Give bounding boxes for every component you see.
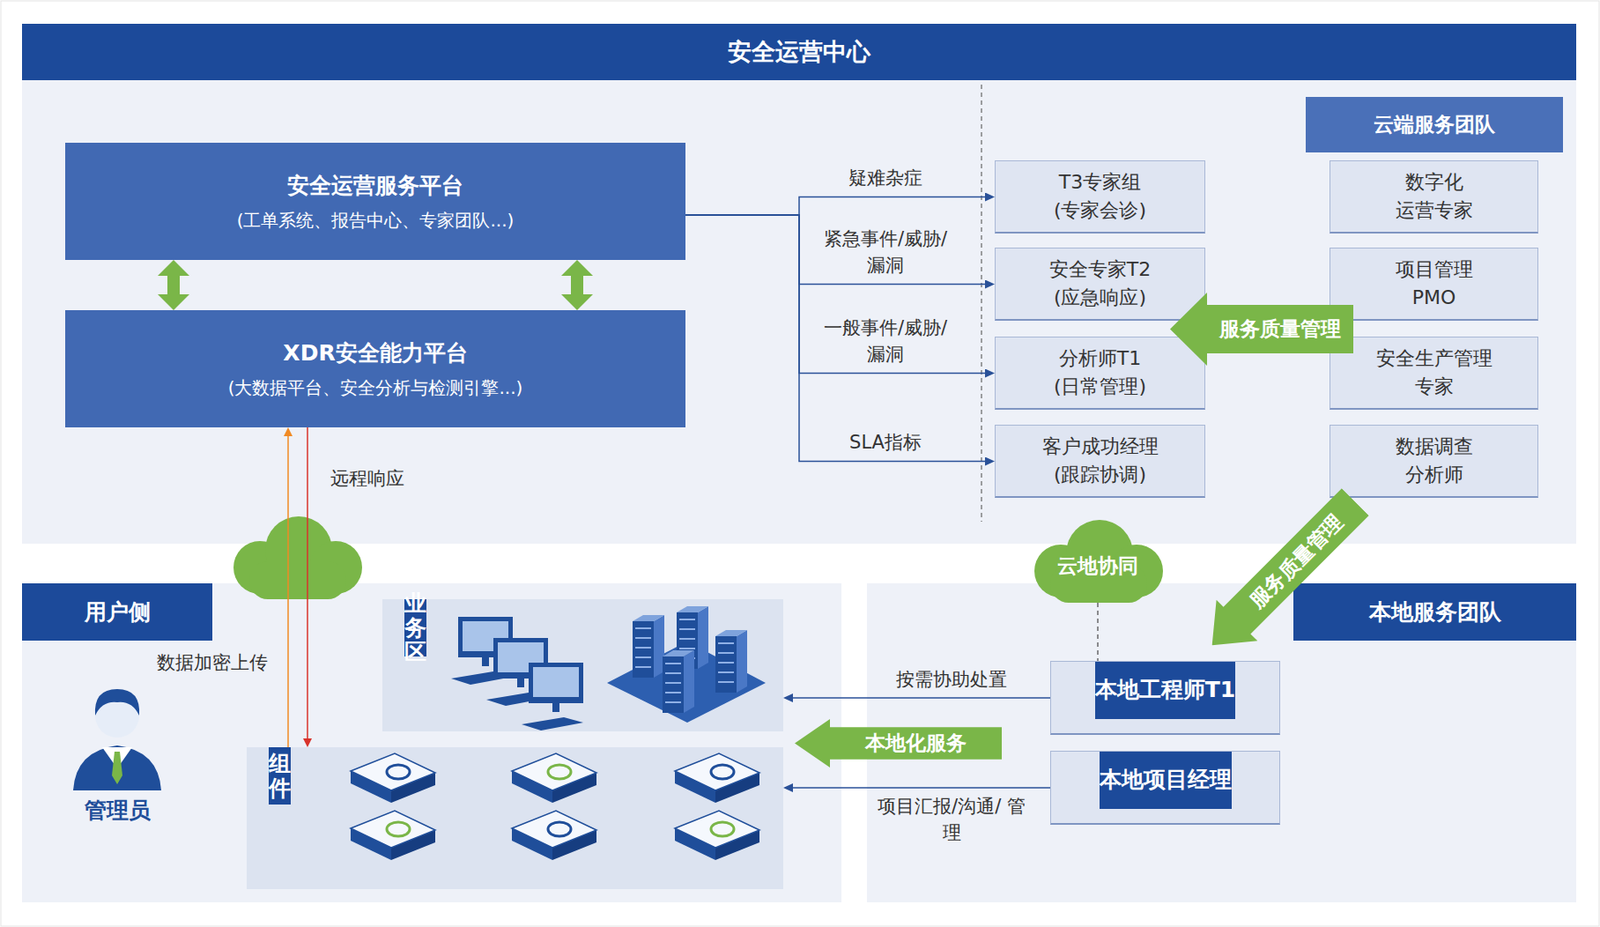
panel-heading: 用户侧 [22,583,213,641]
team-box: 本地项目经理 [1050,750,1281,825]
device-icon [674,753,760,803]
arrow-badge: 服务质量管理 [1170,292,1354,366]
node-text: 安全生产管理 专家 [1376,344,1493,401]
team-box: 数字化 运营专家 [1329,160,1539,234]
connector [167,275,180,295]
edge-label: 疑难杂症 [814,164,956,192]
edge-label: 紧急事件/威胁/ 漏洞 [814,225,956,280]
title-band: 安全运营中心 [22,23,1577,81]
node-text: 数字化 运营专家 [1395,168,1474,225]
panel-heading: 本地服务团队 [1293,583,1577,641]
center-panel [22,80,1577,544]
platform-box: 安全运营服务平台 (工单系统、报告中心、专家团队...) [65,142,686,260]
node-text: 业务区 [404,599,427,657]
node-text: 本地项目经理 [1099,751,1232,809]
caption-label: 管理员 [73,795,162,825]
team-box: 分析师T1 (日常管理) [994,336,1206,410]
edge-label: 项目汇报/沟通/ 管理 [876,792,1027,847]
team-box: 项目管理 PMO [1329,247,1539,321]
connector [685,214,986,462]
node-text: 云地协同 [1057,552,1139,580]
device-icon [511,810,597,860]
node-text: T3专家组 (专家会诊) [1053,168,1147,225]
edge-label: 一般事件/威胁/ 漏洞 [814,314,956,369]
zone-panel: 业务区 [382,599,784,732]
connector [685,214,986,374]
divider [980,84,982,522]
connector [685,214,986,285]
edge-label: SLA指标 [814,429,956,456]
edge-label: 数据加密上传 [150,649,275,676]
team-box: 安全专家T2 (应急响应) [994,247,1206,321]
zone-panel: 组件 [246,747,784,889]
zone-panel [382,599,784,732]
node-text: 数据调查 分析师 [1395,432,1474,489]
node-text: 服务质量管理 [1219,315,1341,343]
cloud-icon [233,516,363,600]
node-text: 本地化服务 [865,729,967,757]
node-text: XDR安全能力平台 [282,338,467,368]
node-text: 项目管理 PMO [1395,255,1474,312]
edge-label: 远程响应 [318,465,416,492]
platform-box: XDR安全能力平台 (大数据平台、安全分析与检测引擎...) [65,310,686,428]
person-icon [73,688,162,791]
computer-icon [521,662,584,731]
zone-panel [246,747,784,889]
node-text: 组件 [268,747,291,805]
server-icon [632,614,665,678]
team-box: 本地工程师T1 [1050,660,1281,735]
node-text: 客户成功经理 (跟踪协调) [1042,432,1159,489]
connector [306,427,309,739]
node-text: (工单系统、报告中心、专家团队...) [237,208,515,233]
team-header: 云端服务团队 [1305,96,1563,153]
node-text: (大数据平台、安全分析与检测引擎...) [228,376,524,400]
node-text: 安全运营服务平台 [287,170,464,200]
team-box: 安全生产管理 专家 [1329,336,1539,410]
team-box: 数据调查 分析师 [1329,424,1539,498]
edge-label: 按需协助处置 [876,666,1027,693]
arrow-badge: 本地化服务 [794,718,1002,768]
server-icon [715,629,748,693]
connector [685,197,986,216]
node-text: 分析师T1 (日常管理) [1053,344,1147,401]
node-text: 安全专家T2 (应急响应) [1049,255,1151,312]
connector [570,275,584,295]
connector [287,436,289,748]
team-box: 客户成功经理 (跟踪协调) [994,424,1206,498]
server-icon [662,650,695,713]
device-icon [350,810,436,860]
user-panel [22,583,842,903]
connector [1096,602,1098,661]
side-panel: 用户侧 业务区组件 [22,583,842,903]
connector [792,786,1051,789]
node-text: 本地工程师T1 [1095,661,1236,719]
device-icon [674,810,760,860]
node-text: 云端服务团队 [1373,111,1496,139]
connector [792,696,1051,699]
cloud-badge: 云地协同 [1023,516,1172,603]
team-box: T3专家组 (专家会诊) [994,160,1206,234]
device-icon [350,753,436,803]
device-icon [511,753,597,803]
